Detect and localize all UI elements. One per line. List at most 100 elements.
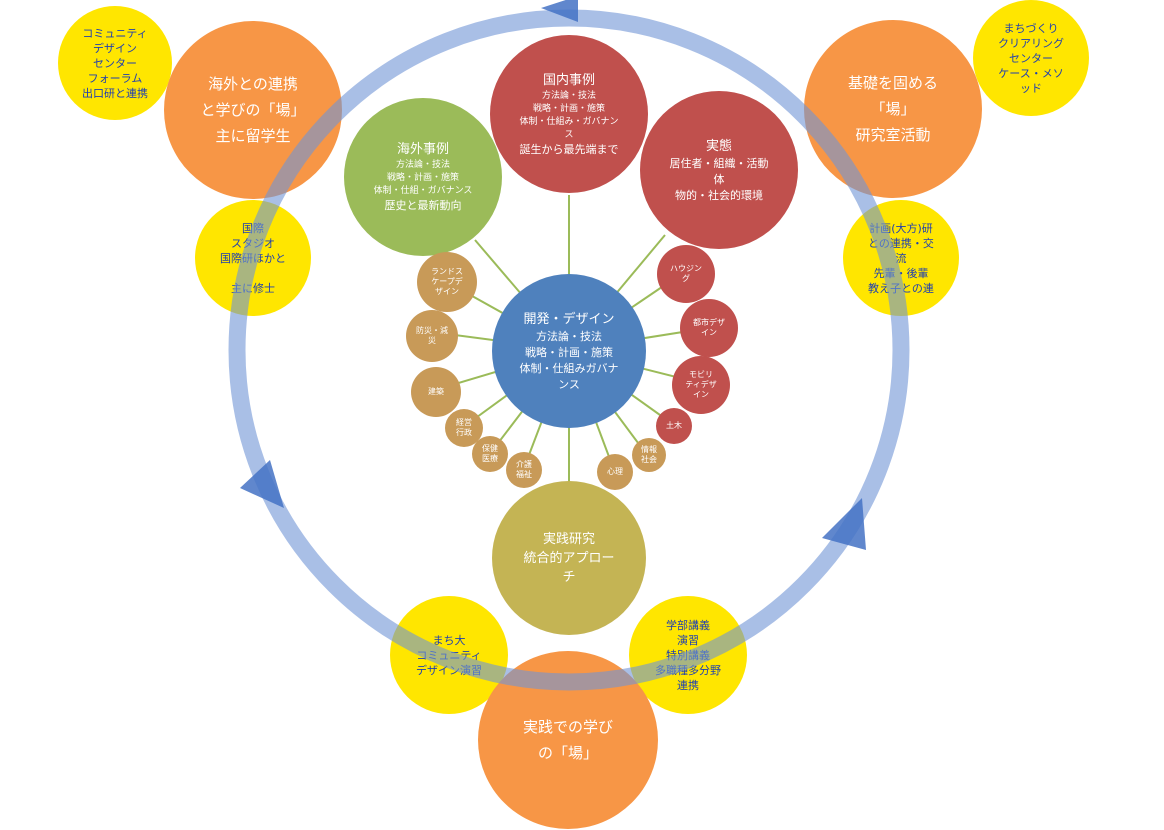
node-overseas-collaboration: 海外との連携 と学びの「場」 主に留学生 [164, 21, 342, 199]
node-title: 海外事例 [396, 142, 449, 157]
node-title: 開発・デザイン [523, 311, 615, 327]
node-line: 情報 [641, 445, 657, 454]
node-health-medical: 保健 医療 [472, 436, 508, 472]
node-line: 海外との連携 [208, 75, 298, 93]
node-line: の「場」 [537, 744, 598, 762]
node-line: デザイン [93, 41, 137, 55]
node-line: 方法論・技法 [536, 329, 602, 343]
node-line: モビリ [689, 370, 713, 379]
node-line: 戦略・計画・施策 [525, 345, 613, 359]
node-line: イン [701, 328, 717, 337]
node-housing: ハウジン グ [657, 245, 715, 303]
node-reality: 実態 居住者・組織・活動 体 物的・社会的環境 [640, 91, 798, 249]
node-line: スタジオ [231, 236, 275, 250]
node-line: 戦略・計画・施策 [532, 103, 605, 114]
node-line: 心理 [607, 467, 623, 476]
node-line: 演習 [677, 633, 699, 647]
node-line: 土木 [666, 421, 682, 430]
node-line: 体 [713, 172, 725, 186]
node-line: 都市デザ [693, 318, 725, 327]
node-line: ザイン [435, 287, 459, 296]
node-line: ス [564, 129, 574, 140]
node-line: 福祉 [516, 470, 532, 479]
node-line: 統合的アプロー [523, 550, 615, 566]
node-psychology: 心理 [597, 454, 633, 490]
node-line: 方法論・技法 [541, 90, 596, 101]
node-line: デザイン演習 [416, 663, 482, 677]
node-line: 連携 [677, 678, 699, 692]
node-footer: 歴史と最新動向 [384, 199, 462, 212]
node-line: 居住者・組織・活動 [669, 156, 769, 170]
node-line: 社会 [641, 455, 657, 464]
node-planning-lab-exchange: 計画(大方)研 との連携・交 流 先輩・後輩 教え子との連 [843, 200, 959, 316]
node-civil-engineering: 土木 [656, 408, 692, 444]
node-line: センター [93, 56, 137, 70]
node-line: 体制・仕組・ガバナンス [373, 186, 473, 196]
node-line: 介護 [516, 460, 532, 469]
node-line: 防災・減 [416, 326, 448, 335]
node-line: コミュニティ [82, 26, 148, 40]
node-line: 経営 [456, 418, 472, 427]
node-development-design: 開発・デザイン 方法論・技法 戦略・計画・施策 体制・仕組みガバナ ンス [492, 274, 646, 428]
node-line: 物的・社会的環境 [675, 188, 763, 202]
node-mobility-design: モビリ ティデザ イン [672, 356, 730, 414]
node-line: 体制・仕組み・ガバナン [519, 116, 619, 127]
node-line [251, 266, 255, 281]
node-line: 「場」 [870, 100, 916, 118]
node-line: チ [562, 569, 576, 585]
node-title: 実践研究 [542, 531, 595, 547]
node-care-welfare: 介護 福祉 [506, 452, 542, 488]
node-landscape-design: ランドス ケープデ ザイン [417, 252, 477, 312]
node-line: と学びの「場」 [200, 101, 306, 119]
node-international-studio: 国際 スタジオ 国際研ほかと 主に修士 [195, 200, 311, 316]
node-line: コミュニティ [416, 648, 482, 662]
node-line: センター [1009, 51, 1053, 65]
node-disaster-prevention: 防災・減 災 [406, 310, 458, 362]
node-line: ティデザ [685, 380, 717, 389]
node-title: 国内事例 [542, 72, 595, 88]
node-domestic-cases: 国内事例 方法論・技法 戦略・計画・施策 体制・仕組み・ガバナン ス 誕生から最… [490, 35, 648, 193]
node-line: 災 [428, 336, 436, 345]
node-overseas-cases: 海外事例 方法論・技法 戦略・計画・施策 体制・仕組・ガバナンス 歴史と最新動向 [344, 98, 502, 256]
node-line: 学部講義 [666, 618, 710, 632]
node-clearing-center: まちづくり クリアリング センター ケース・メソ ッド [973, 0, 1089, 116]
node-line: ッド [1020, 81, 1042, 95]
node-line: 行政 [456, 428, 472, 437]
node-line: 先輩・後輩 [873, 266, 929, 280]
node-line: 国際研ほかと [220, 251, 286, 265]
node-line: 基礎を固める [847, 74, 938, 92]
node-community-design-center: コミュニティ デザイン センター フォーラム 出口研と連携 [58, 6, 172, 120]
node-line: ランドス [431, 267, 463, 276]
node-line: まち大 [432, 633, 466, 647]
node-line: 戦略・計画・施策 [386, 173, 459, 183]
node-line: 多職種多分野 [655, 663, 721, 677]
node-line: 建築 [428, 387, 444, 396]
node-line: ンス [558, 377, 580, 391]
node-footer: 誕生から最先端まで [519, 142, 619, 156]
node-line: 特別講義 [666, 648, 710, 662]
node-line: フォーラム [87, 71, 143, 85]
node-line: イン [693, 390, 709, 399]
node-line: ハウジン [670, 264, 702, 273]
node-urban-design: 都市デザ イン [680, 299, 738, 357]
node-line: 体制・仕組みガバナ [519, 361, 619, 375]
node-line: クリアリング [998, 36, 1064, 50]
node-line: 医療 [482, 454, 498, 463]
node-lab-activities: 基礎を固める 「場」 研究室活動 [804, 20, 982, 198]
node-title: 実態 [705, 138, 732, 154]
node-line: 国際 [242, 221, 264, 235]
node-line: 計画(大方)研 [869, 221, 933, 235]
node-architecture: 建築 [411, 367, 461, 417]
node-line: との連携・交 [868, 236, 934, 250]
node-line: 流 [895, 251, 907, 265]
node-line: 主に修士 [231, 281, 275, 295]
node-line: 保健 [482, 444, 498, 453]
node-line: 出口研と連携 [82, 86, 148, 100]
node-line: グ [682, 274, 690, 283]
node-line: 主に留学生 [215, 127, 291, 145]
node-line: ケース・メソ [998, 66, 1064, 80]
node-line: ケープデ [431, 277, 463, 286]
node-line: まちづくり [1003, 21, 1059, 35]
node-line: 方法論・技法 [395, 160, 450, 170]
